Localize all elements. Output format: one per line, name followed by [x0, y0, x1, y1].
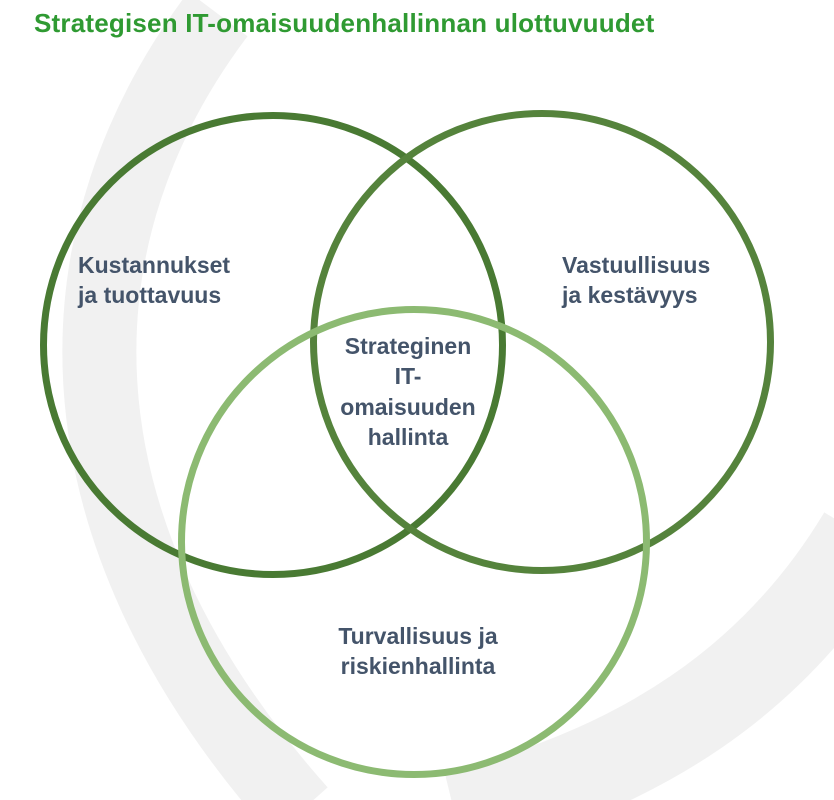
label-security: Turvallisuus ja riskienhallinta	[270, 621, 566, 682]
label-center-line2: IT-	[394, 363, 422, 390]
label-sustainability-line2: ja kestävyys	[562, 282, 698, 309]
label-sustainability-line1: Vastuullisuus	[562, 252, 711, 278]
label-center-line1: Strateginen	[344, 333, 472, 359]
label-center-line3: omaisuuden	[340, 393, 476, 420]
background-swoosh-bottom-right-arc	[444, 512, 834, 800]
label-costs: Kustannukset ja tuottavuus	[78, 250, 230, 311]
venn-circle-security	[178, 306, 650, 778]
label-security-line2: riskienhallinta	[340, 653, 496, 680]
label-sustainability: Vastuullisuus ja kestävyys	[562, 250, 710, 311]
label-center-line4: hallinta	[367, 424, 449, 451]
label-security-line1: Turvallisuus ja	[338, 623, 498, 649]
label-costs-line1: Kustannukset	[78, 252, 231, 278]
page-title: Strategisen IT-omaisuudenhallinnan ulott…	[34, 8, 655, 38]
label-center-intersection: Strateginen IT- omaisuuden hallinta	[298, 331, 518, 452]
label-costs-line2: ja tuottavuus	[78, 282, 222, 309]
